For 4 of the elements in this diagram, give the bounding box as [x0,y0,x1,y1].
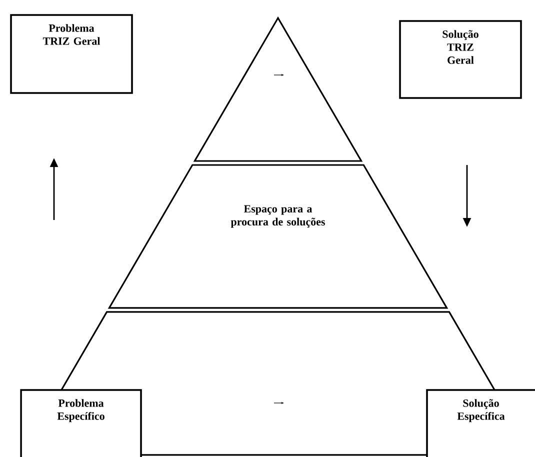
text-box: Solução Específica [426,389,535,457]
text-box: Solução TRIZ Geral [399,20,522,99]
text-box: Problema TRIZ Geral [10,14,133,94]
text-box: Problema Específico [20,389,142,457]
